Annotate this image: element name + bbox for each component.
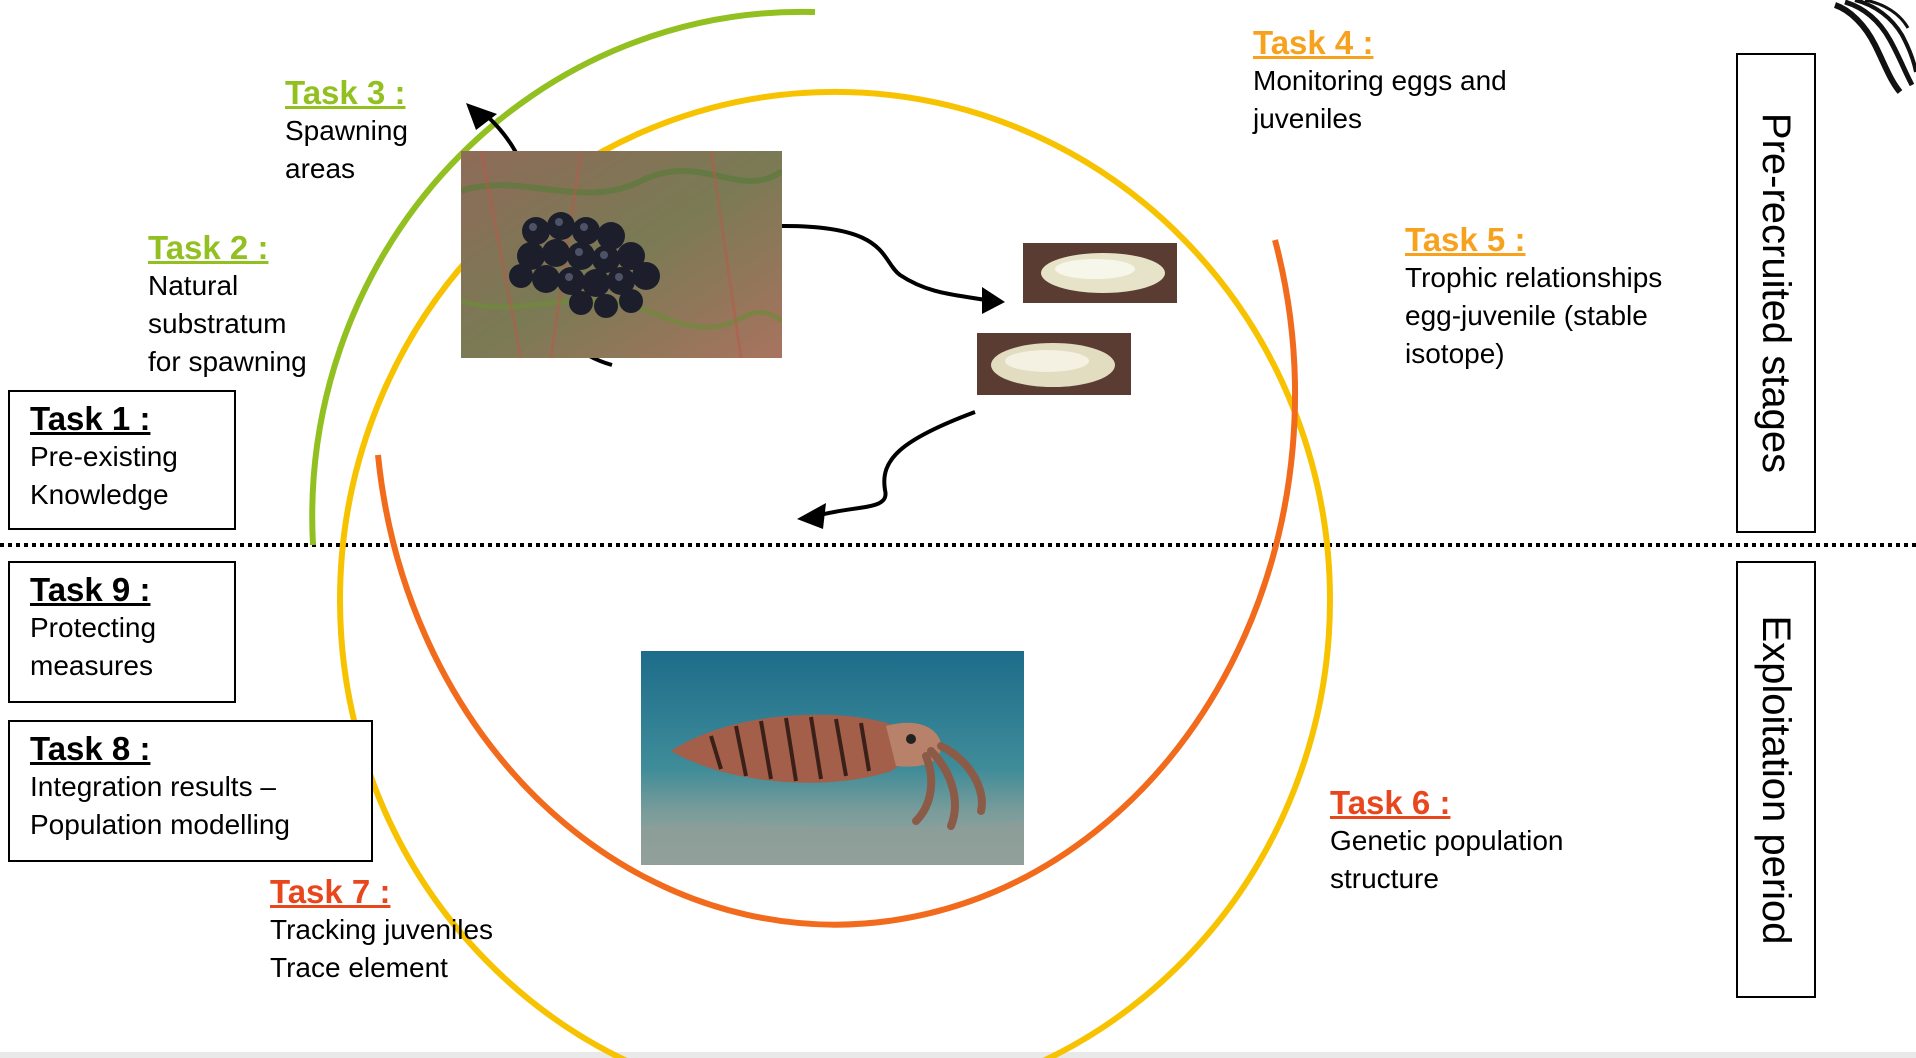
arrow-eggs-to-juvenile <box>780 226 985 300</box>
task-3-line-2: areas <box>285 150 408 188</box>
stage-label-exploitation: Exploitation period <box>1754 615 1798 944</box>
task-8-box: Task 8 : Integration results – Populatio… <box>8 720 373 862</box>
task-1-box: Task 1 : Pre-existing Knowledge <box>8 390 236 530</box>
egg-cluster-photo <box>461 151 782 358</box>
task-2-title: Task 2 : <box>148 229 307 267</box>
task-8-line-2: Population modelling <box>30 806 371 844</box>
arrow-juvenile-to-adult <box>820 412 975 515</box>
task-7-line-2: Trace element <box>270 949 493 987</box>
task-7-line-1: Tracking juveniles <box>270 911 493 949</box>
task-5-title: Task 5 : <box>1405 221 1662 259</box>
task-2: Task 2 : Natural substratum for spawning <box>148 229 307 381</box>
task-8-line-1: Integration results – <box>30 768 371 806</box>
arrowhead-right <box>982 287 1005 314</box>
task-1-line-2: Knowledge <box>30 476 234 514</box>
task-6-line-1: Genetic population <box>1330 822 1564 860</box>
task-9-box: Task 9 : Protecting measures <box>8 561 236 703</box>
task-6-line-2: structure <box>1330 860 1564 898</box>
task-7-title: Task 7 : <box>270 873 493 911</box>
arrowhead-down <box>797 503 826 529</box>
task-5-line-3: isotope) <box>1405 335 1662 373</box>
task-3-line-1: Spawning <box>285 112 408 150</box>
task-1-line-1: Pre-existing <box>30 438 234 476</box>
juvenile-photo <box>977 333 1131 395</box>
task-5-line-1: Trophic relationships <box>1405 259 1662 297</box>
task-1-title: Task 1 : <box>30 400 234 438</box>
stage-box-exploitation: Exploitation period <box>1736 561 1816 998</box>
task-3-title: Task 3 : <box>285 74 408 112</box>
task-7: Task 7 : Tracking juveniles Trace elemen… <box>270 873 493 987</box>
stage-label-pre-recruited: Pre-recruited stages <box>1754 113 1798 473</box>
task-9-title: Task 9 : <box>30 571 234 609</box>
task-8-title: Task 8 : <box>30 730 371 768</box>
task-4-line-2: juveniles <box>1253 100 1507 138</box>
task-4-line-1: Monitoring eggs and <box>1253 62 1507 100</box>
task-5: Task 5 : Trophic relationships egg-juven… <box>1405 221 1662 373</box>
cuttlefish-photo <box>641 651 1024 865</box>
task-2-line-3: for spawning <box>148 343 307 381</box>
task-6-title: Task 6 : <box>1330 784 1564 822</box>
task-4: Task 4 : Monitoring eggs and juveniles <box>1253 24 1507 138</box>
egg-photo <box>1023 243 1177 303</box>
task-5-line-2: egg-juvenile (stable <box>1405 297 1662 335</box>
task-9-line-1: Protecting <box>30 609 234 647</box>
task-2-line-1: Natural <box>148 267 307 305</box>
logo <box>1830 0 1916 95</box>
task-4-title: Task 4 : <box>1253 24 1507 62</box>
task-2-line-2: substratum <box>148 305 307 343</box>
task-6: Task 6 : Genetic population structure <box>1330 784 1564 898</box>
stage-box-pre-recruited: Pre-recruited stages <box>1736 53 1816 533</box>
task-3: Task 3 : Spawning areas <box>285 74 408 188</box>
task-9-line-2: measures <box>30 647 234 685</box>
